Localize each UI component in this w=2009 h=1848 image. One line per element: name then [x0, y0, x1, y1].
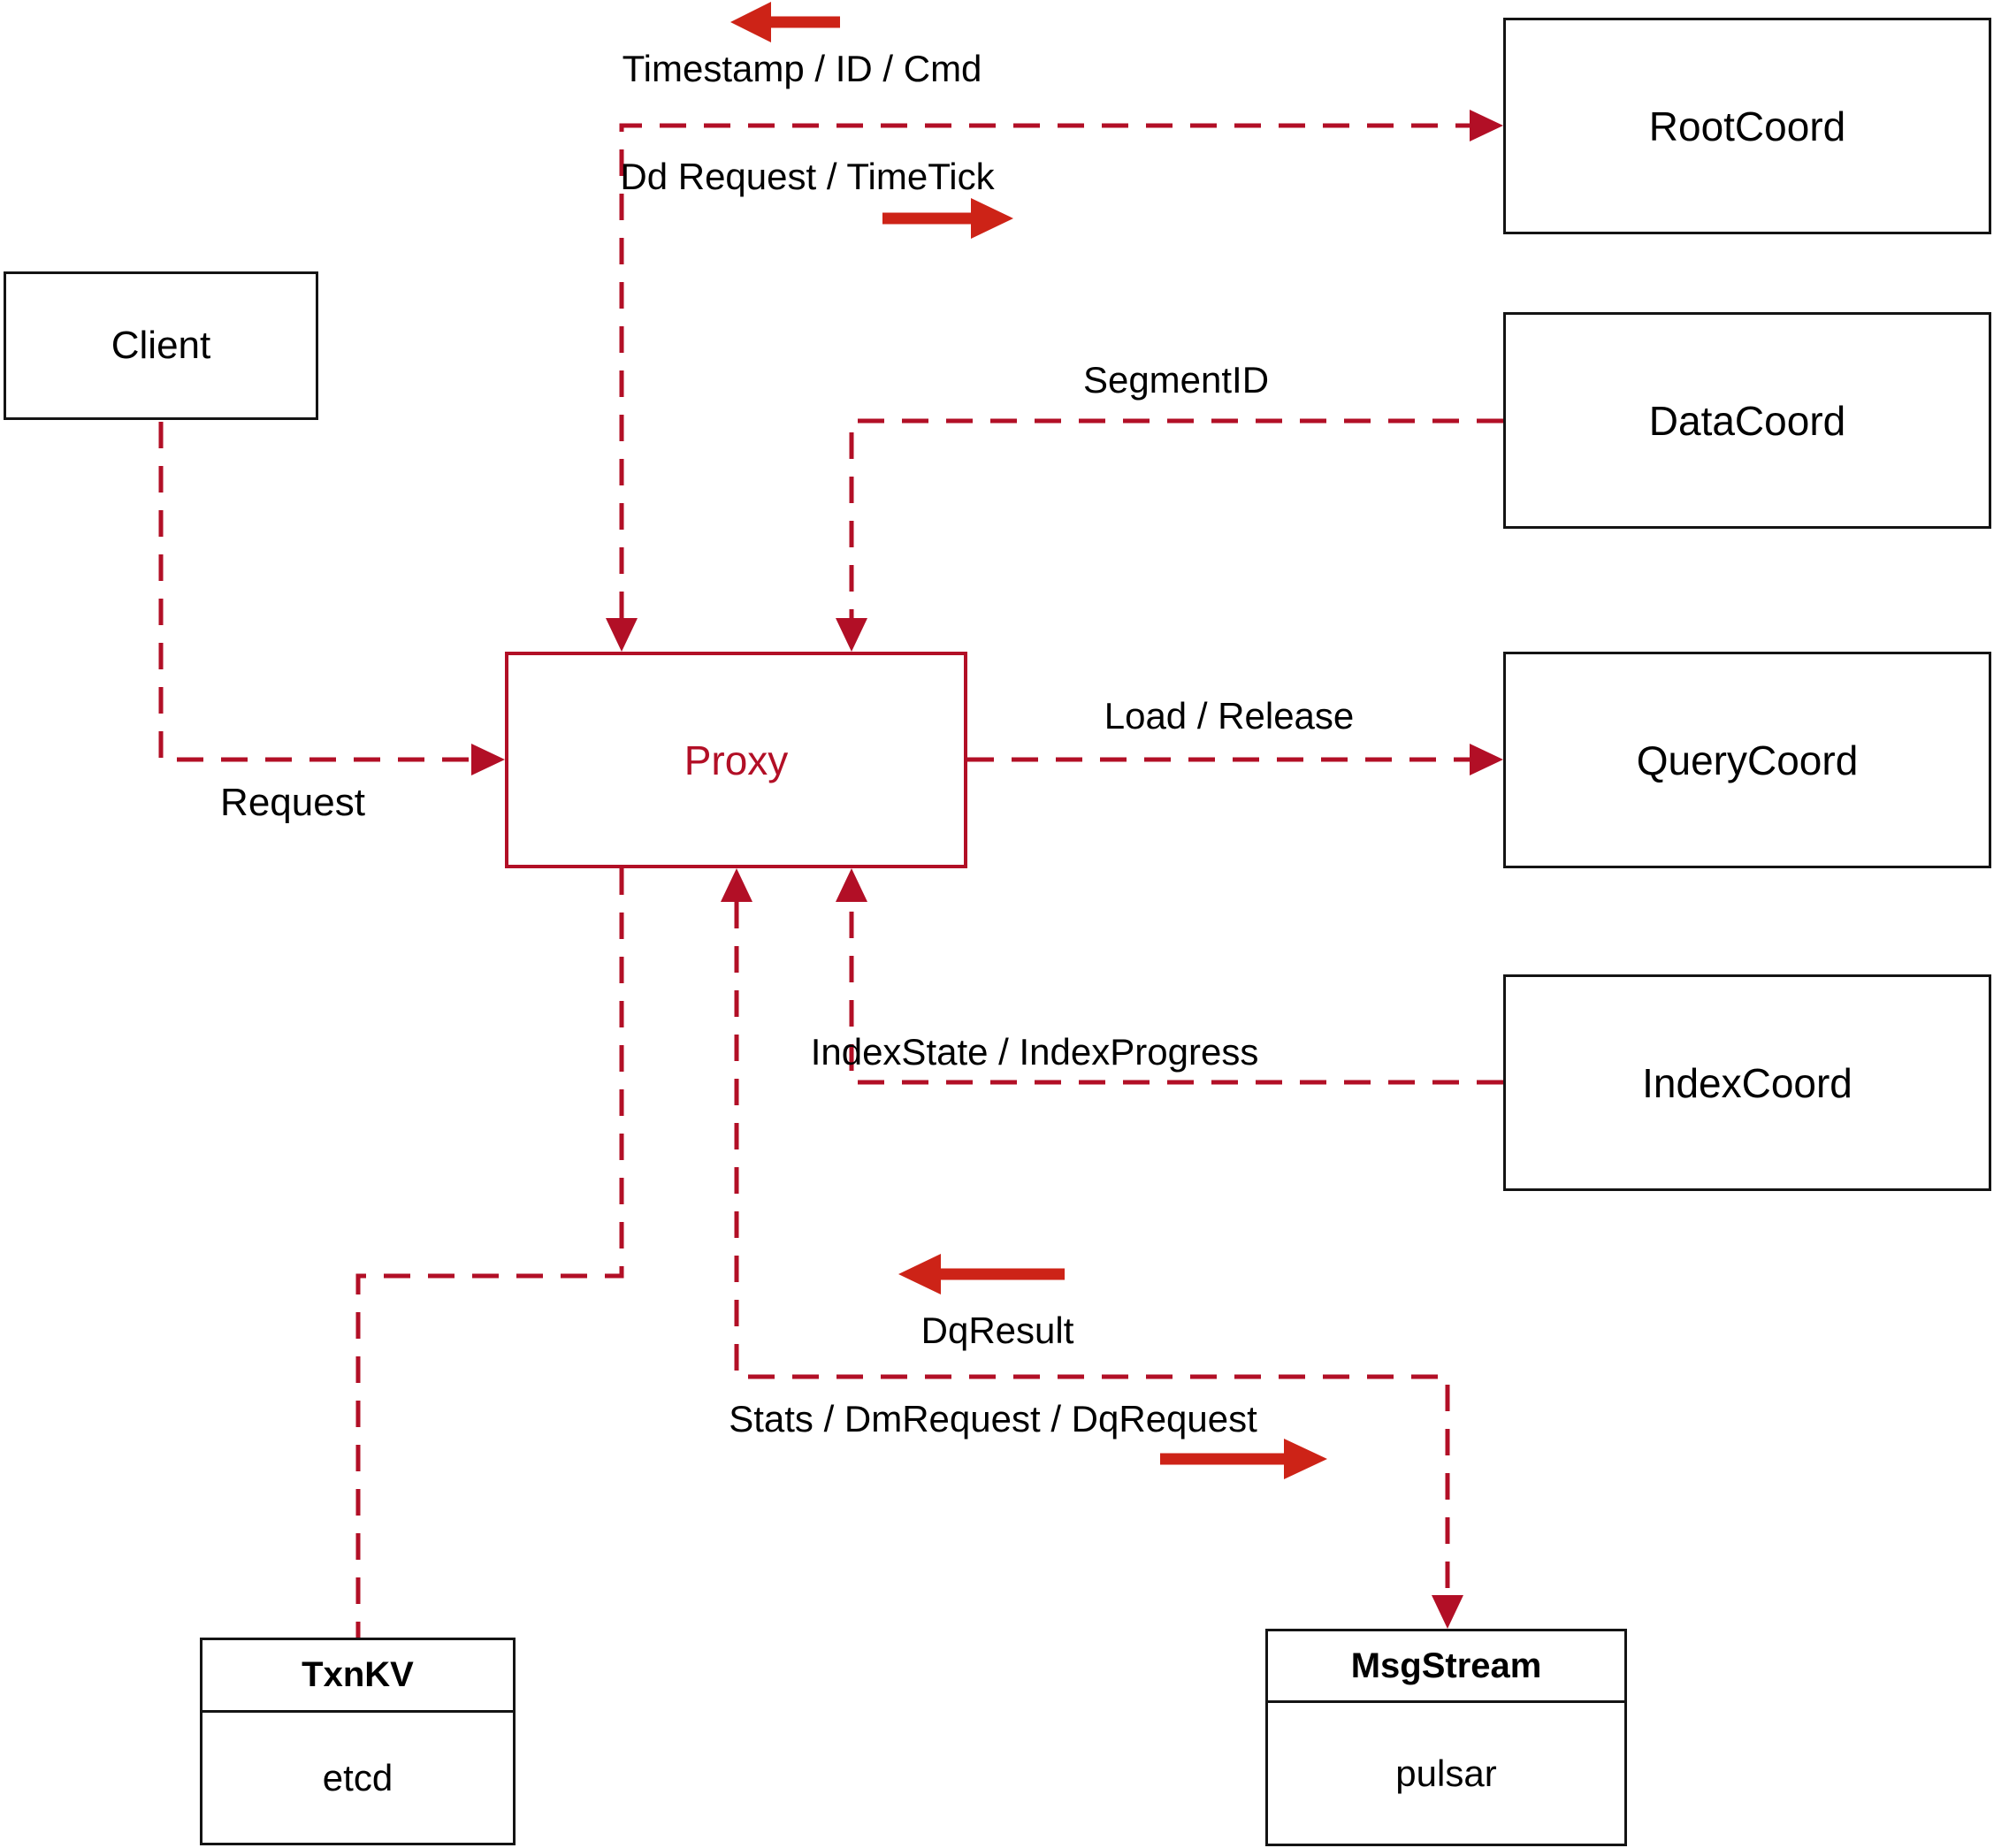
arrowhead-into-proxy-bottom-mid [721, 868, 752, 902]
edge-label-request: Request [220, 781, 365, 824]
rootcoord-node: RootCoord [1503, 18, 1991, 234]
arrowhead-into-msgstream [1432, 1595, 1463, 1629]
edge-label-dq-result: DqResult [920, 1310, 1074, 1351]
edge-proxy-txnkv [355, 868, 624, 1638]
edge-proxy-msgstream [734, 902, 1450, 1595]
left-arrow-icon-head [730, 2, 771, 42]
edge-indexcoord-proxy [849, 902, 1503, 1085]
arrowhead-into-proxy-top-right [836, 618, 867, 652]
datacoord-node: DataCoord [1503, 312, 1991, 529]
indexcoord-node-label: IndexCoord [1642, 1059, 1852, 1106]
left-arrow-icon-dqresult-head [898, 1254, 941, 1294]
edge-label-segment-id: SegmentID [1082, 359, 1270, 401]
arrowhead-into-proxy-left [471, 744, 505, 775]
arrowhead-into-proxy-top-left [606, 618, 638, 652]
indexcoord-node: IndexCoord [1503, 974, 1991, 1191]
txnkv-node: TxnKV etcd [200, 1638, 516, 1845]
datacoord-node-label: DataCoord [1648, 397, 1846, 444]
querycoord-node-label: QueryCoord [1636, 737, 1859, 783]
edge-client-proxy [158, 422, 471, 762]
querycoord-node: QueryCoord [1503, 652, 1991, 868]
edge-label-load-release: Load / Release [1104, 695, 1355, 737]
rootcoord-node-label: RootCoord [1648, 103, 1846, 149]
msgstream-node-subtitle: pulsar [1395, 1752, 1497, 1794]
arrowhead-into-querycoord [1470, 744, 1503, 775]
edge-label-index-state-progress: IndexState / IndexProgress [810, 1031, 1259, 1073]
msgstream-node: MsgStream pulsar [1265, 1629, 1627, 1846]
arrowhead-into-proxy-bottom-right [836, 868, 867, 902]
edge-label-stats-dm-dq: Stats / DmRequest / DqRequest [729, 1398, 1257, 1439]
right-arrow-icon-head [971, 198, 1013, 239]
client-node-label: Client [111, 324, 211, 367]
msgstream-node-title: MsgStream [1268, 1631, 1624, 1703]
proxy-node: Proxy [505, 652, 967, 868]
edge-proxy-rootcoord [619, 123, 1470, 618]
client-node: Client [4, 271, 318, 420]
edge-datacoord-proxy [849, 418, 1503, 618]
proxy-node-label: Proxy [684, 737, 789, 783]
right-arrow-icon-stats-head [1284, 1439, 1327, 1479]
arrowhead-into-rootcoord [1470, 110, 1503, 141]
edge-label-timestamp-id-cmd: Timestamp / ID / Cmd [622, 48, 982, 89]
txnkv-node-subtitle: etcd [322, 1756, 393, 1798]
txnkv-node-title: TxnKV [202, 1640, 513, 1713]
edge-label-dd-request-timetick: Dd Request / TimeTick [620, 156, 995, 197]
